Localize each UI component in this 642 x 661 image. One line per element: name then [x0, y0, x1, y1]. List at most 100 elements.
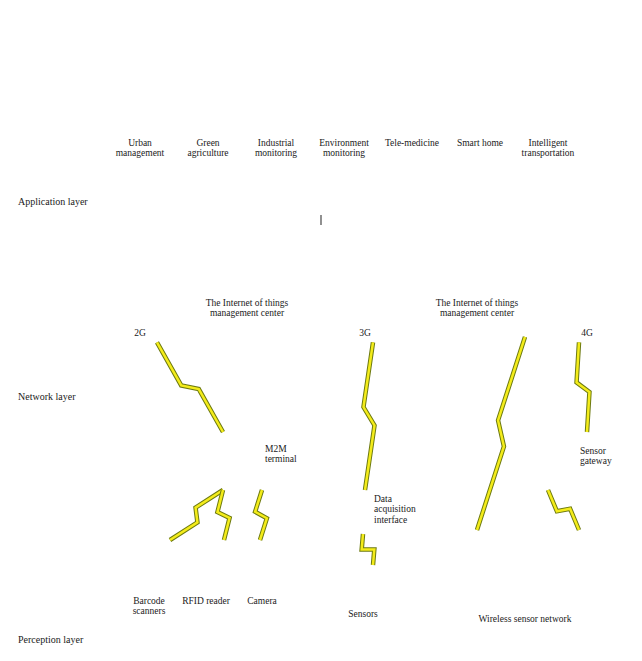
- photo-urban: [114, 34, 166, 134]
- ellipse-outline: [172, 236, 322, 337]
- mesh-network-icon: [488, 583, 493, 588]
- photo-industrial: [250, 34, 302, 134]
- application-item: Environment monitoring: [312, 34, 376, 163]
- photo-urban: [148, 56, 158, 134]
- wireless-sensor-network: Wireless sensor network: [455, 530, 595, 628]
- mobile-device-icon: [482, 476, 492, 494]
- wireless-link: [157, 342, 223, 432]
- sensor-icon: [374, 572, 392, 602]
- node-label: 3G: [340, 328, 390, 338]
- mesh-network-icon: [525, 556, 530, 570]
- photo-telemedicine: [386, 112, 438, 134]
- band-outline: [11, 226, 632, 410]
- barcode-scanner-icon: [136, 546, 172, 590]
- band-outline: [11, 421, 632, 652]
- wireless-link: [255, 490, 267, 540]
- barcode-scanner-icon: [136, 546, 163, 563]
- sensor-icon: [334, 584, 342, 592]
- acquisition-board-icon: [326, 502, 338, 510]
- mesh-network-icon: [476, 542, 575, 601]
- wireless-link: [363, 342, 374, 490]
- tower-icon: [122, 291, 158, 326]
- band-outline: [11, 11, 632, 215]
- rfid-reader-icon: [194, 548, 218, 588]
- mesh-network-icon: [513, 596, 518, 601]
- application-item: Intelligent transportation: [516, 34, 580, 163]
- tower-icon: [347, 291, 383, 326]
- wireless-link: [170, 490, 223, 540]
- photo-telemedicine: [417, 59, 431, 73]
- base-station: 4G: [562, 238, 612, 342]
- wireless-link: [477, 337, 525, 530]
- acquisition-board-icon: [327, 514, 333, 519]
- band-outline: [10, 225, 632, 410]
- photo-smart-home: [488, 44, 502, 84]
- barcode-scanner-icon: [138, 560, 151, 590]
- node-label: Camera: [236, 596, 288, 606]
- camera-icon: [270, 567, 272, 584]
- router-icon: [220, 440, 258, 480]
- photo-urban: [114, 34, 166, 134]
- photo-industrial: [250, 34, 302, 64]
- node-label: Barcode scanners: [120, 596, 178, 617]
- photo-environment: [328, 75, 360, 120]
- photo-agriculture: [182, 86, 234, 98]
- wireless-link: [548, 490, 579, 530]
- building-icon: [235, 248, 263, 294]
- mesh-network-icon: [563, 593, 568, 598]
- photo-environment: [318, 34, 370, 134]
- photo-telemedicine: [392, 52, 418, 72]
- node-label: Smart home: [448, 138, 512, 148]
- mesh-network-icon: [530, 560, 572, 570]
- layer-band: Network layer2GThe Internet of things ma…: [10, 225, 632, 410]
- wireless-link: [548, 490, 579, 530]
- tower-icon: [357, 240, 373, 288]
- node-label: Application layer: [18, 196, 158, 207]
- mesh-network-icon: [565, 560, 572, 595]
- mesh-network-icon: [498, 543, 503, 548]
- photo-agriculture: [182, 34, 234, 64]
- wireless-link: [217, 490, 229, 540]
- rfid-reader-icon: [200, 577, 204, 581]
- wireless-link: [577, 342, 590, 432]
- application-item: Green agriculture: [176, 34, 240, 163]
- tower-icon: [569, 291, 605, 326]
- router-icon: [220, 440, 579, 480]
- photo-agriculture: [182, 34, 234, 134]
- node-label: Industrial monitoring: [244, 138, 308, 159]
- mesh-network-icon: [490, 570, 530, 585]
- photo-industrial: [250, 100, 302, 106]
- layer-band: Perception layerM2M terminalBarcode scan…: [10, 420, 632, 652]
- mesh-network-icon: [478, 545, 500, 560]
- layer-band: Application layer Urban managementGreen a…: [10, 10, 632, 215]
- photo-urban: [114, 34, 166, 74]
- wireless-link: [577, 342, 590, 432]
- mesh-network-icon: [548, 542, 553, 547]
- mesh-network-icon: [540, 582, 565, 595]
- camera: Camera: [236, 540, 288, 610]
- photo-smart-home: [454, 34, 506, 134]
- wireless-link: [217, 490, 229, 540]
- photo-urban: [114, 122, 166, 134]
- node-label: Network layer: [18, 391, 158, 402]
- photo-urban: [159, 78, 165, 134]
- photo-industrial: [272, 70, 292, 134]
- acquisition-board-icon: [320, 522, 366, 526]
- application-item: Urban management: [108, 34, 172, 163]
- acquisition-board-icon: [320, 496, 366, 526]
- mesh-network-icon: [478, 560, 490, 585]
- wireless-link: [157, 342, 223, 432]
- photo-environment: [335, 47, 353, 56]
- mesh-network-icon: [465, 534, 585, 610]
- node-label: 2G: [115, 328, 165, 338]
- m2m-terminal: M2M terminal: [215, 432, 305, 490]
- photo-environment: [318, 34, 370, 134]
- photo-urban: [118, 60, 126, 134]
- wireless-link: [477, 337, 525, 530]
- photo-telemedicine: [386, 34, 438, 134]
- photo-transportation: [522, 34, 574, 134]
- photo-environment: [318, 112, 370, 134]
- building-icon: [439, 248, 467, 294]
- photo-smart-home: [454, 34, 506, 134]
- photo-telemedicine: [386, 34, 438, 134]
